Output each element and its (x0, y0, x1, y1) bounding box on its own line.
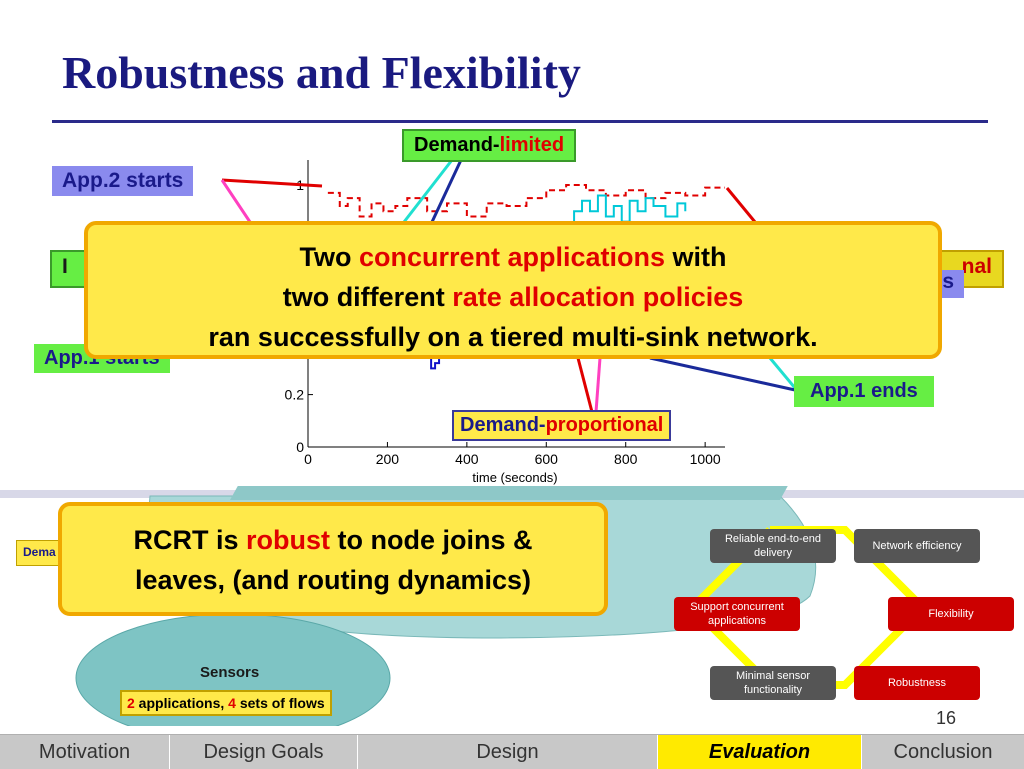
demand-proportional-tag: Demand-proportional (452, 410, 672, 441)
nav-evaluation[interactable]: Evaluation (658, 735, 862, 769)
goal-flexibility: Flexibility (888, 597, 1014, 631)
series-line-0 (327, 184, 725, 218)
slide-title: Robustness and Flexibility (62, 47, 581, 98)
demand-prop-line-pink (594, 357, 602, 413)
robust-line-1: RCRT is robust to node joins & (133, 525, 533, 555)
x-tick-label: 1000 (690, 451, 721, 467)
x-tick-label: 200 (376, 451, 400, 467)
demand-prop-line-red (576, 357, 594, 413)
callout-line-1: Two concurrent applications with (299, 242, 727, 272)
footer-nav: Motivation Design Goals Design Evaluatio… (0, 734, 1024, 769)
chart-x-axis-label: time (seconds) (472, 470, 557, 485)
page-number: 16 (936, 708, 957, 728)
demand-prop-word: proportional (545, 414, 664, 436)
demand-limited-line-cyan (402, 159, 454, 223)
callout-line-2: two different rate allocation policies (282, 282, 744, 312)
demand-limited-tag: Demand-limited (402, 129, 577, 162)
app2-start-arrow (221, 178, 323, 188)
goal-concurrent-apps: Support concurrent applications (674, 597, 800, 631)
goal-robustness: Robustness (854, 666, 980, 700)
nav-motivation[interactable]: Motivation (0, 735, 170, 769)
title-underline (52, 120, 988, 123)
goal-minimal-sensor: Minimal sensor functionality (710, 666, 836, 700)
y-tick-label: 0.2 (285, 387, 305, 403)
app1-end-blue (649, 356, 796, 392)
x-tick-label: 400 (455, 451, 479, 467)
app2-end-arrow (725, 187, 757, 223)
goal-network-efficiency: Network efficiency (854, 529, 980, 563)
goal-reliable-delivery: Reliable end-to-end delivery (710, 529, 836, 563)
network-tier-top (230, 486, 788, 500)
app2-start-line (220, 179, 252, 223)
robustness-callout: RCRT is robust to node joins & leaves, (… (58, 502, 608, 616)
x-tick-label: 0 (304, 451, 312, 467)
concurrent-apps-callout: Two concurrent applications with two dif… (84, 221, 942, 359)
sensors-label: Sensors (200, 664, 260, 681)
apps-flows-badge: 2 applications, 4 sets of flows (120, 690, 332, 716)
demand-limited-word: limited (499, 134, 565, 156)
demand-limited-line-blue (430, 159, 463, 223)
nav-design-goals[interactable]: Design Goals (170, 735, 358, 769)
nav-conclusion[interactable]: Conclusion (893, 740, 993, 763)
y-tick-label: 0 (296, 439, 304, 455)
nav-design[interactable]: Design (358, 735, 658, 769)
robust-line-2: leaves, (and routing dynamics) (134, 565, 532, 595)
demand-limited-prefix: Demand- (414, 134, 500, 156)
app2-starts-tag: App.2 starts (52, 166, 194, 196)
app1-ends-tag: App.1 ends (794, 376, 934, 407)
x-tick-label: 800 (614, 451, 638, 467)
x-tick-label: 600 (535, 451, 559, 467)
demand-prop-prefix: Demand- (460, 414, 546, 436)
callout-line-3: ran successfully on a tiered multi-sink … (208, 322, 818, 352)
app1-end-cyan (768, 357, 797, 389)
